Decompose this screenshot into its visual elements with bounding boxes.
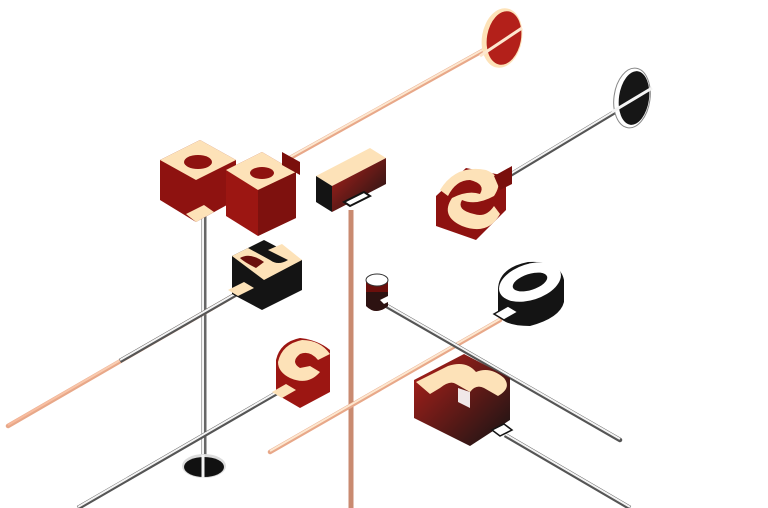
rod-to-red-disc (287, 27, 523, 161)
letter-r: r (365, 273, 396, 311)
red-disc-sign (479, 8, 523, 68)
letter-u: u (228, 240, 302, 310)
rod-from-o-left (267, 317, 503, 455)
letter-s: s (436, 166, 512, 240)
rod-from-r-right (382, 302, 623, 443)
letter-c: c (272, 338, 330, 408)
letter-o: o (492, 261, 564, 326)
floor-hole (182, 454, 226, 478)
rod-vertical-center (348, 210, 354, 508)
letter-i: i (316, 148, 386, 212)
rod-from-u-left (5, 289, 243, 429)
rods (5, 27, 651, 508)
letter-a: a (226, 152, 300, 236)
black-disc-sign (611, 67, 653, 129)
rod-vertical-left (201, 215, 207, 468)
letter-m: m (414, 354, 514, 446)
letter-q: q (160, 140, 236, 222)
rod-from-m-right (503, 433, 632, 508)
rod-from-c-left (76, 388, 284, 508)
